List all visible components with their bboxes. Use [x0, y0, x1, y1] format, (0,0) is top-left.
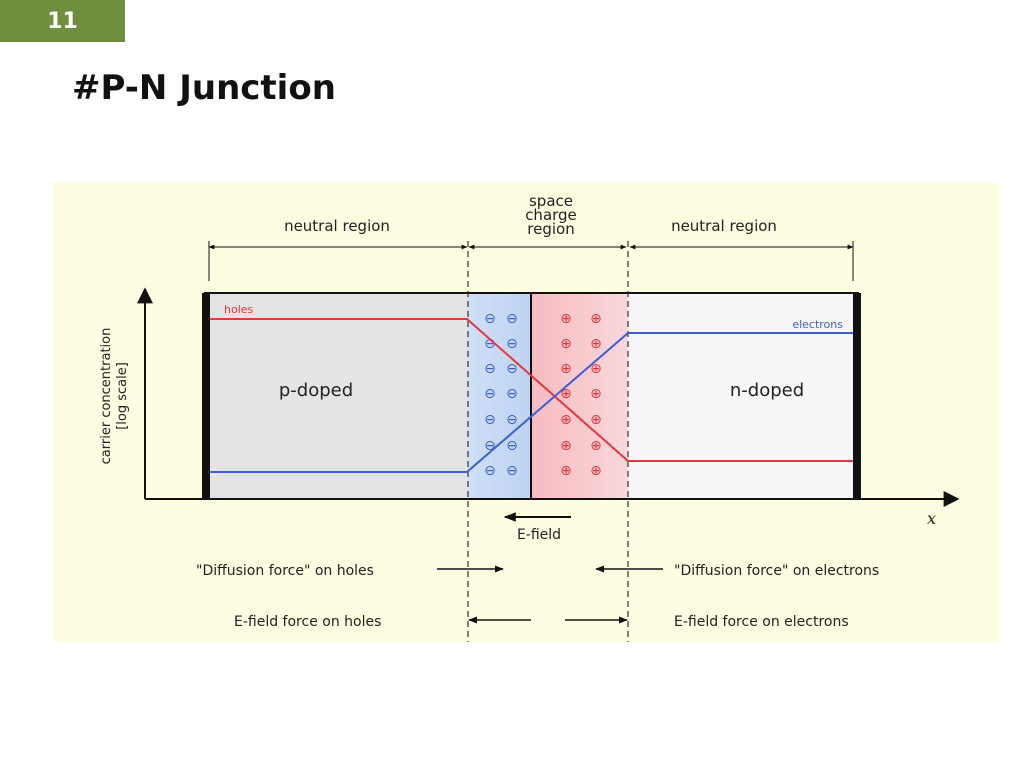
- positive-ion: ⊕: [560, 311, 572, 327]
- positive-ion: ⊕: [560, 412, 572, 428]
- positive-ions: ⊕ ⊕ ⊕ ⊕ ⊕ ⊕ ⊕ ⊕ ⊕ ⊕ ⊕ ⊕ ⊕ ⊕: [560, 311, 602, 479]
- negative-ions: ⊖ ⊖ ⊖ ⊖ ⊖ ⊖ ⊖ ⊖ ⊖ ⊖ ⊖ ⊖ ⊖ ⊖: [484, 311, 518, 479]
- efield-electrons-label: E-field force on electrons: [674, 614, 849, 630]
- diffusion-electrons-label: "Diffusion force" on electrons: [674, 563, 879, 579]
- efield-holes-label: E-field force on holes: [234, 614, 381, 630]
- diffusion-holes-label: "Diffusion force" on holes: [196, 563, 374, 579]
- left-neutral-label: neutral region: [284, 217, 390, 235]
- positive-ion: ⊕: [590, 438, 602, 454]
- negative-ion: ⊖: [506, 336, 518, 352]
- negative-ion: ⊖: [506, 311, 518, 327]
- right-contact: [853, 293, 861, 499]
- slide-title: #P-N Junction: [72, 68, 336, 108]
- depletion-n-side: [531, 293, 628, 499]
- electrons-curve: [210, 332, 853, 473]
- positive-ion: ⊕: [590, 412, 602, 428]
- negative-ion: ⊖: [506, 386, 518, 402]
- depletion-p-side: [468, 293, 531, 499]
- negative-ion: ⊖: [484, 311, 496, 327]
- e-field-label: E-field: [517, 527, 561, 543]
- left-contact: [202, 293, 210, 499]
- positive-ion: ⊕: [590, 386, 602, 402]
- x-axis-label: x: [927, 509, 936, 528]
- negative-ion: ⊖: [506, 438, 518, 454]
- negative-ion: ⊖: [506, 463, 518, 479]
- n-doped-label: n-doped: [730, 380, 804, 401]
- p-doped-label: p-doped: [279, 380, 353, 401]
- negative-ion: ⊖: [484, 336, 496, 352]
- negative-ion: ⊖: [484, 361, 496, 377]
- positive-ion: ⊕: [590, 361, 602, 377]
- positive-ion: ⊕: [560, 386, 572, 402]
- positive-ion: ⊕: [560, 463, 572, 479]
- region-dimension-arrows: [208, 241, 854, 281]
- negative-ion: ⊖: [506, 361, 518, 377]
- holes-label: holes: [224, 303, 254, 316]
- slide-number-badge: 11: [0, 0, 125, 42]
- n-region: [628, 293, 858, 499]
- positive-ion: ⊕: [590, 311, 602, 327]
- negative-ion: ⊖: [484, 463, 496, 479]
- positive-ion: ⊕: [560, 336, 572, 352]
- y-axis-label: carrier concentration[log scale]: [99, 328, 130, 465]
- positive-ion: ⊕: [590, 463, 602, 479]
- electrons-label: electrons: [792, 318, 843, 331]
- negative-ion: ⊖: [506, 412, 518, 428]
- negative-ion: ⊖: [484, 438, 496, 454]
- holes-curve: [210, 318, 853, 462]
- negative-ion: ⊖: [484, 386, 496, 402]
- p-region: [205, 293, 468, 499]
- space-charge-boundaries: [467, 241, 629, 642]
- positive-ion: ⊕: [560, 438, 572, 454]
- negative-ion: ⊖: [484, 412, 496, 428]
- positive-ion: ⊕: [560, 361, 572, 377]
- positive-ion: ⊕: [590, 336, 602, 352]
- right-neutral-label: neutral region: [671, 217, 777, 235]
